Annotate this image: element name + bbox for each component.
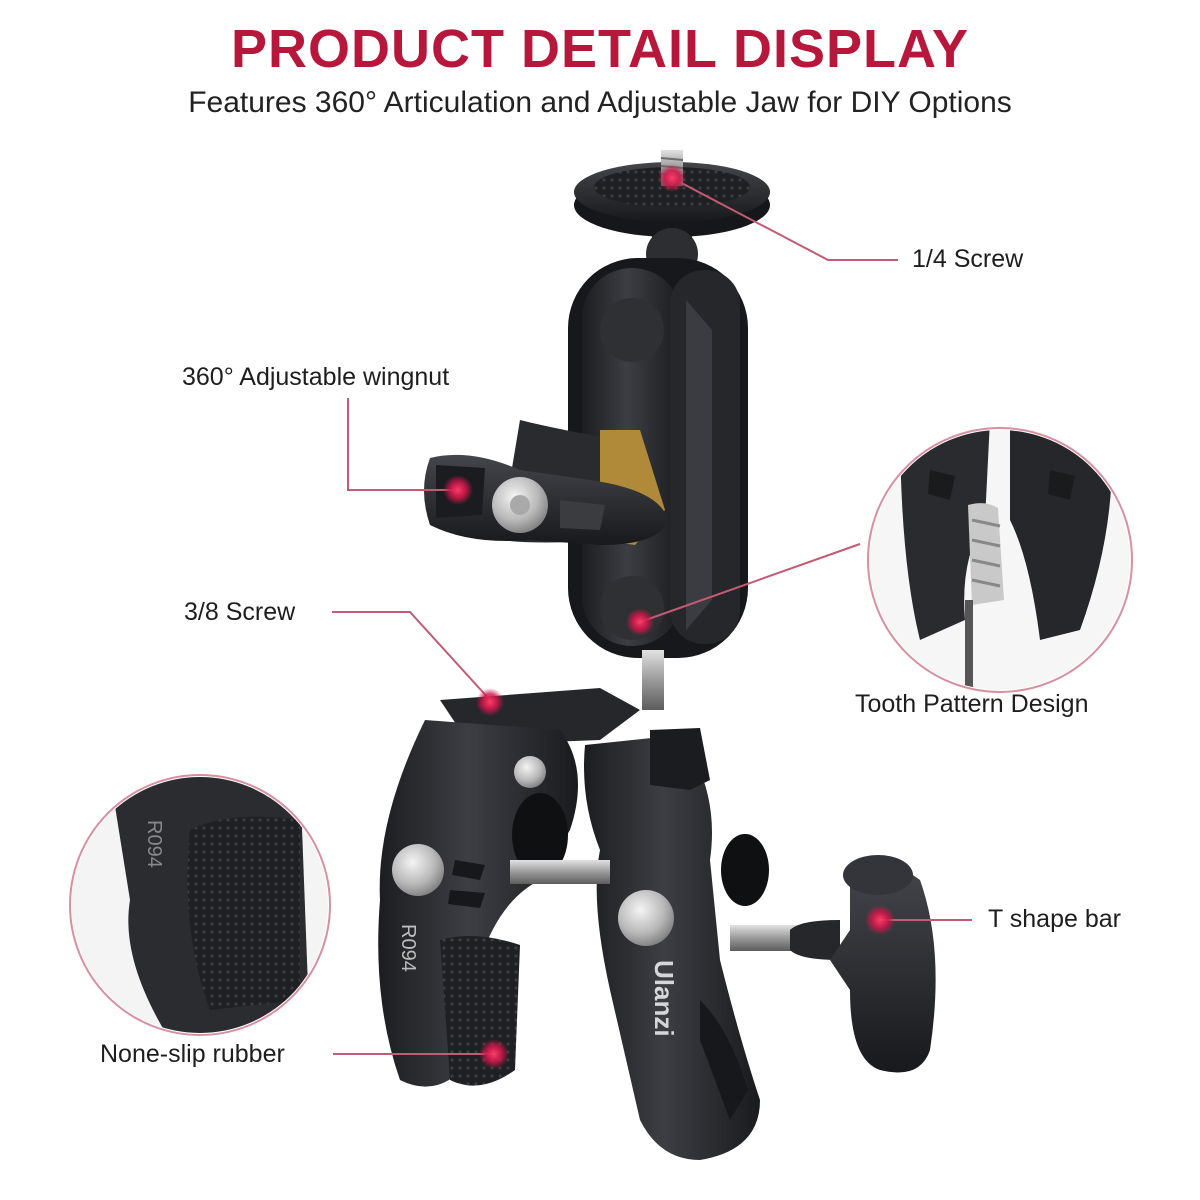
model-marking: R094 <box>397 924 419 972</box>
zoom-model-marking: R094 <box>143 820 165 868</box>
ball-arm <box>568 258 748 710</box>
highlight-dots <box>443 164 895 1069</box>
callout-quarter-screw: 1/4 Screw <box>912 245 1024 273</box>
callout-tooth-pattern: Tooth Pattern Design <box>855 690 1089 718</box>
tooth-pattern-zoom-circle <box>867 427 1133 693</box>
page-title: PRODUCT DETAIL DISPLAY <box>230 19 970 79</box>
callout-wingnut: 360° Adjustable wingnut <box>182 363 450 391</box>
callout-lines <box>332 177 972 1055</box>
callout-three-eighths-screw: 3/8 Screw <box>184 598 296 626</box>
t-bar-knob <box>790 855 936 1073</box>
callout-t-bar: T shape bar <box>988 905 1121 933</box>
brand-marking: Ulanzi <box>649 960 679 1037</box>
rubber-zoom-circle: R094 <box>69 774 331 1036</box>
page-subtitle: Features 360° Articulation and Adjustabl… <box>188 86 1012 119</box>
wingnut <box>424 420 668 545</box>
callout-rubber: None-slip rubber <box>100 1040 285 1068</box>
super-clamp <box>378 688 800 1160</box>
